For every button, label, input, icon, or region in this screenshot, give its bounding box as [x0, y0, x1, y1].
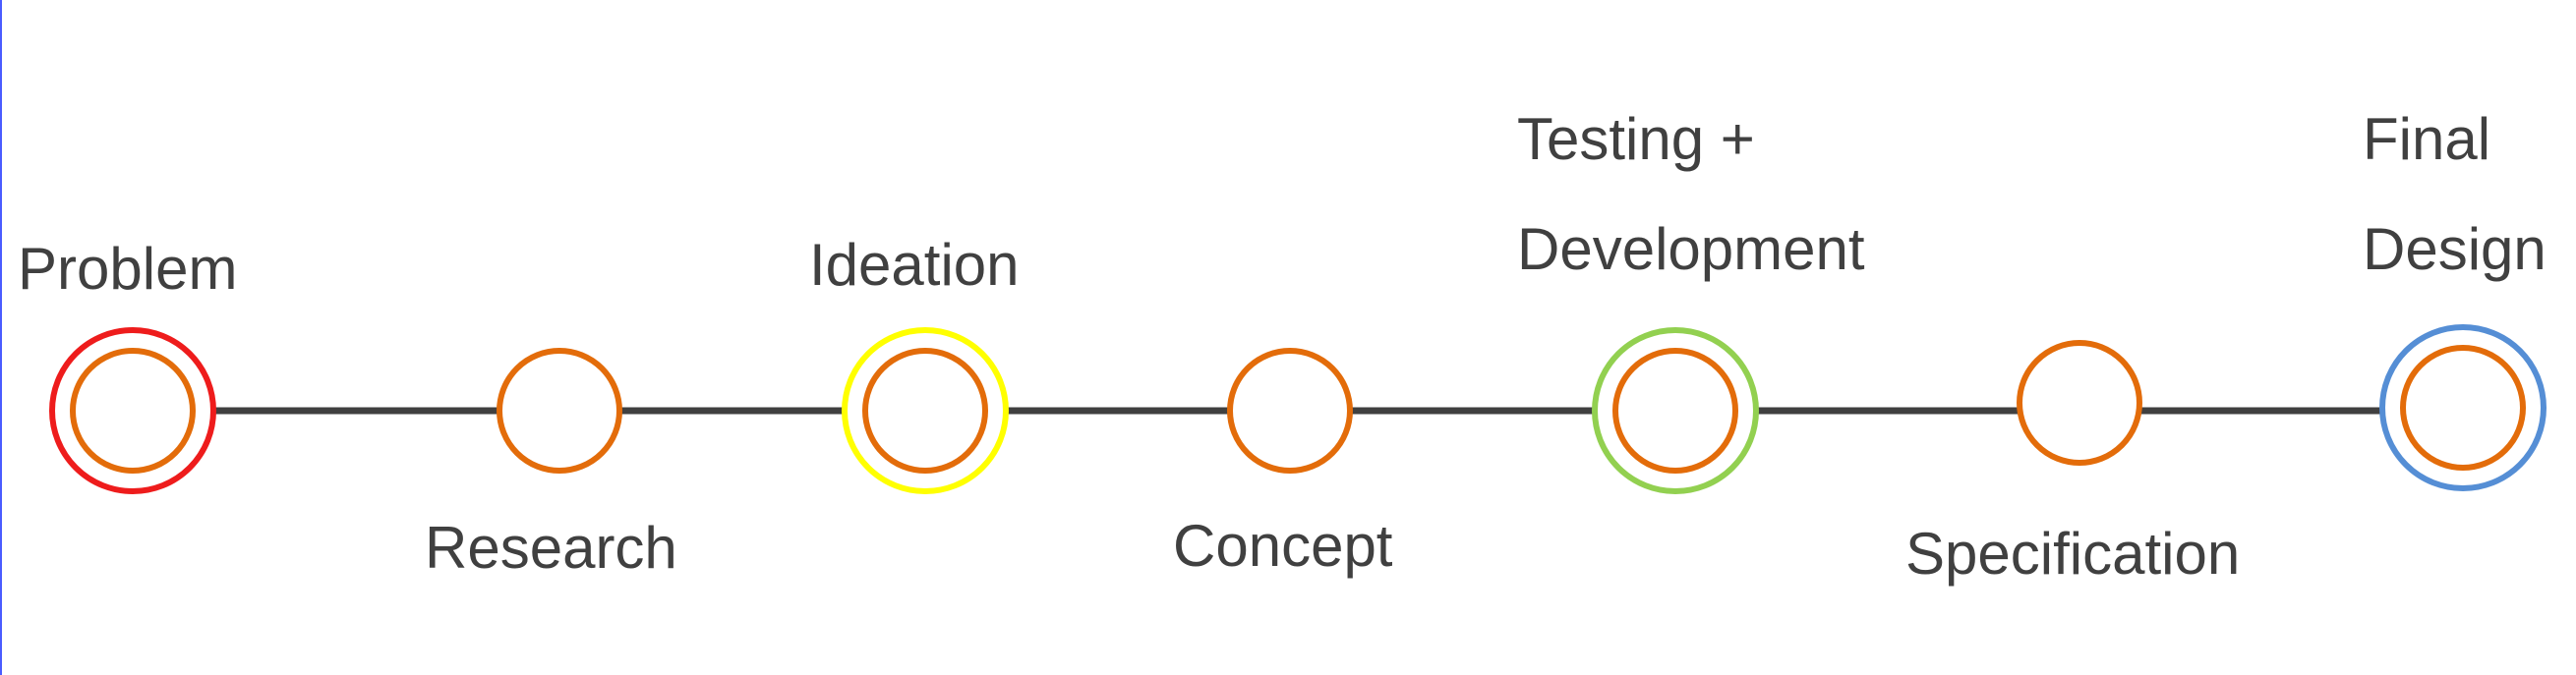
stage-node-circle [2017, 340, 2142, 466]
stage-node-circle [2400, 345, 2526, 471]
stage-label: Ideation [809, 232, 1020, 298]
stage-problem: Problem [18, 236, 237, 494]
stage-label: Design [2363, 216, 2547, 282]
stage-node-circle [70, 348, 196, 474]
stage-node-circle [497, 348, 622, 474]
left-border [0, 0, 2, 675]
stage-node-circle [1612, 348, 1738, 474]
stage-ideation: Ideation [809, 232, 1020, 494]
stage-research: Research [425, 348, 677, 581]
stage-label: Problem [18, 236, 237, 302]
stage-testing-development: Testing + Development [1517, 106, 1865, 494]
stage-label: Final [2363, 106, 2490, 172]
stage-node-circle [862, 348, 988, 474]
stage-label: Concept [1173, 513, 1393, 579]
stage-concept: Concept [1173, 348, 1393, 579]
stage-label: Testing + [1517, 106, 1755, 172]
stage-label: Specification [1905, 521, 2240, 587]
stage-node-circle [1227, 348, 1353, 474]
stage-label: Development [1517, 216, 1865, 282]
stage-label: Research [425, 515, 677, 581]
stage-specification: Specification [1905, 340, 2240, 587]
